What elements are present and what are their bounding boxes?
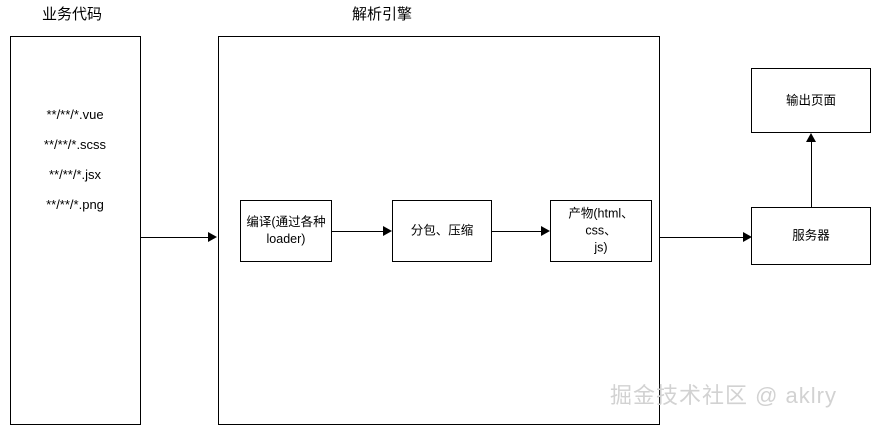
source-file-item: **/**/*.vue [46,107,104,122]
pipeline-step-artifacts: 产物(html、css、 js) [550,200,652,262]
pipeline-step-artifacts-label: 产物(html、css、 js) [568,206,634,255]
server-label: 服务器 [792,228,830,243]
pipeline-step-compile-label: 编译(通过各种 loader) [246,215,326,246]
output-page-label: 输出页面 [785,93,836,107]
arrowhead-engine-to-server-icon [743,232,752,242]
source-file-item: **/**/*.jsx [48,167,102,182]
parse-engine-title: 解析引擎 [351,6,412,23]
server-box: 服务器 [751,207,871,265]
pipeline-step-chunk-compress-label: 分包、压缩 [410,223,474,238]
output-page-box: 输出页面 [751,68,871,133]
pipeline-step-chunk-compress: 分包、压缩 [392,200,492,262]
connector-code-to-engine [141,237,209,238]
connector-compile-to-chunk [332,231,384,232]
source-file-list: **/**/*.vue **/**/*.scss **/**/*.jsx **/… [11,100,139,220]
pipeline-step-compile: 编译(通过各种 loader) [240,200,332,262]
connector-engine-to-server [660,237,746,238]
arrowhead-code-to-engine-icon [208,232,217,242]
arrowhead-server-to-output-icon [806,133,816,142]
connector-chunk-to-artifacts [492,231,543,232]
arrowhead-compile-to-chunk-icon [383,226,392,236]
business-code-title: 业务代码 [41,6,102,23]
connector-server-to-output [811,141,812,208]
source-file-item: **/**/*.scss [43,137,107,152]
watermark: 掘金技术社区 @ aklry [610,383,838,408]
source-file-item: **/**/*.png [46,197,104,212]
business-code-box [10,36,141,425]
arrowhead-chunk-to-artifacts-icon [541,226,550,236]
